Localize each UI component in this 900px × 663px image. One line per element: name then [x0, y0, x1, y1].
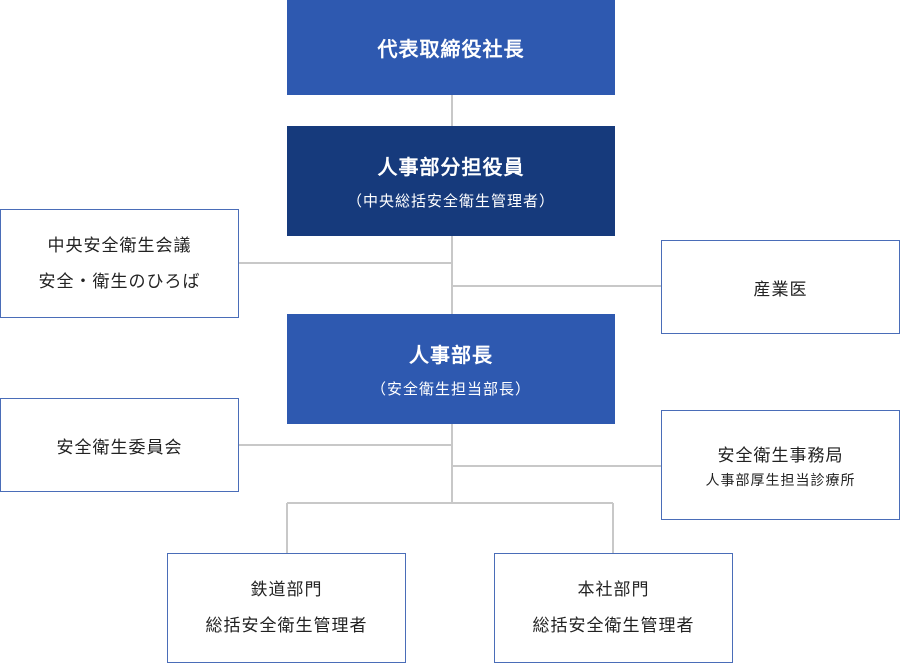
head-office-dept-line1: 本社部門	[577, 580, 650, 600]
committee-title: 安全衛生委員会	[56, 437, 183, 458]
hr-manager-box: 人事部長 （安全衛生担当部長）	[287, 314, 615, 424]
committee-box: 安全衛生委員会	[0, 398, 239, 492]
industrial-physician-box: 産業医	[661, 240, 900, 334]
head-office-dept-line2: 総括安全衛生管理者	[532, 616, 695, 636]
railway-dept-box: 鉄道部門 総括安全衛生管理者	[167, 553, 406, 663]
ceo-title: 代表取締役社長	[377, 37, 525, 61]
secretariat-subtitle: 人事部厚生担当診療所	[705, 472, 856, 489]
central-council-line2: 安全・衛生のひろば	[38, 271, 201, 292]
head-office-dept-box: 本社部門 総括安全衛生管理者	[494, 553, 733, 663]
hr-officer-box: 人事部分担役員 （中央総括安全衛生管理者）	[287, 126, 615, 236]
central-council-box: 中央安全衛生会議 安全・衛生のひろば	[0, 209, 239, 318]
hr-officer-subtitle: （中央総括安全衛生管理者）	[346, 192, 555, 210]
hr-manager-title: 人事部長	[409, 343, 493, 367]
hr-officer-title: 人事部分担役員	[377, 155, 525, 179]
secretariat-title: 安全衛生事務局	[717, 445, 844, 466]
secretariat-box: 安全衛生事務局 人事部厚生担当診療所	[661, 410, 900, 520]
hr-manager-subtitle: （安全衛生担当部長）	[370, 380, 531, 398]
central-council-line1: 中央安全衛生会議	[47, 235, 192, 256]
railway-dept-line2: 総括安全衛生管理者	[205, 616, 368, 636]
industrial-physician-title: 産業医	[753, 279, 808, 300]
railway-dept-line1: 鉄道部門	[250, 580, 323, 600]
ceo-box: 代表取締役社長	[287, 0, 615, 95]
